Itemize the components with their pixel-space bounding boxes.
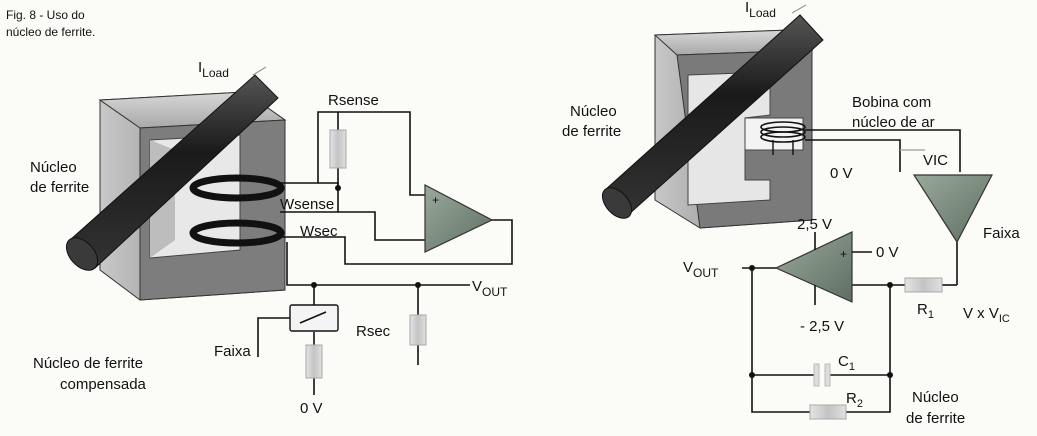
right-core-bottom-line1: Núcleo <box>912 389 959 406</box>
left-ground-resistor <box>305 344 323 379</box>
right-load-conductor <box>601 14 824 219</box>
right-c1-label: C1 <box>838 353 855 373</box>
left-vout-label: VOUT <box>472 278 508 299</box>
right-zero-v-amp: 0 V <box>876 244 899 261</box>
left-caption-line1: Núcleo de ferrite <box>33 355 143 372</box>
left-faixa-label: Faixa <box>214 343 251 360</box>
right-node-vout <box>749 265 755 271</box>
right-node-c1-right <box>887 372 893 378</box>
svg-text:+: + <box>432 193 439 207</box>
right-iload-label: ILoad <box>745 0 776 20</box>
left-switch-blade <box>299 311 327 324</box>
figure-caption-line2: núcleo de ferrite. <box>6 25 95 39</box>
left-windings <box>189 174 285 247</box>
right-c1-capacitor <box>813 363 831 387</box>
left-iload-arrow <box>252 66 267 76</box>
right-coil-label-line1: Bobina com <box>852 94 931 111</box>
right-opamp-rails <box>742 232 872 305</box>
left-opamp: + <box>424 184 494 253</box>
right-vout-label: VOUT <box>683 259 719 280</box>
right-plus-2-5: 2,5 V <box>797 216 832 233</box>
right-r2-resistor <box>809 404 847 420</box>
left-rsense-resistor <box>329 129 347 169</box>
left-core-label-line2: de ferrite <box>30 179 89 196</box>
left-load-conductor <box>65 74 279 271</box>
right-faixa-label: Faixa <box>983 225 1020 242</box>
right-core-label-line1: Núcleo <box>570 103 617 120</box>
right-node-r1 <box>887 282 893 288</box>
right-coil-label-line2: núcleo de ar <box>852 114 935 131</box>
right-node-c1-left <box>749 372 755 378</box>
right-vic-amp <box>912 174 993 244</box>
left-iload-label: ILoad <box>198 59 229 80</box>
right-r2-label: R2 <box>846 390 863 410</box>
left-node-vout <box>311 282 317 288</box>
right-core-bottom-line2: de ferrite <box>906 410 965 427</box>
right-opamp: + <box>774 231 853 303</box>
right-coil-circuit <box>805 129 961 286</box>
left-node-rsense <box>335 185 341 191</box>
left-rsec-circuit <box>257 285 419 395</box>
right-r1-resistor <box>904 277 943 293</box>
right-zero-v-top: 0 V <box>830 165 853 182</box>
left-caption-line2: compensada <box>60 376 147 393</box>
right-iload-arrow <box>791 4 807 14</box>
right-feedback-network <box>751 268 891 413</box>
left-rsense-label: Rsense <box>328 92 379 109</box>
right-air-coil <box>760 121 806 155</box>
left-switch <box>289 304 339 332</box>
left-rsec-label: Rsec <box>356 323 391 340</box>
figure-caption-line1: Fig. 8 - Uso do <box>6 8 85 22</box>
left-wsense-label: Wsense <box>280 196 334 213</box>
right-vic-label: VIC <box>923 152 948 169</box>
left-wsec-label: Wsec <box>300 223 338 240</box>
right-core-label-line2: de ferrite <box>562 123 621 140</box>
left-core-label-line1: Núcleo <box>30 159 77 176</box>
right-minus-2-5: - 2,5 V <box>800 318 844 335</box>
left-zero-v-label: 0 V <box>300 400 323 417</box>
svg-text:+: + <box>840 247 847 261</box>
right-r1-label: R1 <box>917 301 934 321</box>
right-vxvic-label: V x VIC <box>963 305 1010 325</box>
left-node-vout-2 <box>415 282 421 288</box>
left-rsec-resistor <box>409 314 427 346</box>
